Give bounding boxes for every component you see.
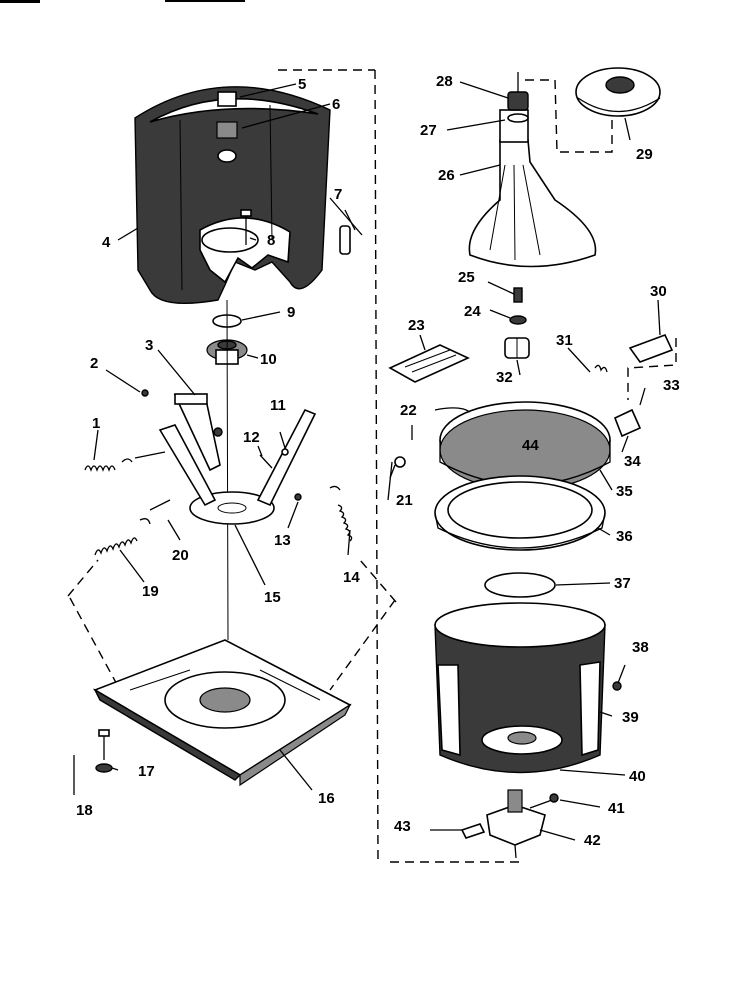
callout-21: 21	[396, 492, 413, 509]
spring-19	[94, 499, 171, 556]
screw-small	[141, 389, 149, 397]
callout-3: 3	[145, 337, 153, 354]
tub-nut	[216, 91, 238, 163]
callout-27: 27	[420, 122, 437, 139]
tub-seal	[484, 572, 556, 598]
agitator	[468, 109, 597, 268]
spring-14	[329, 485, 353, 542]
callout-44: 44	[522, 437, 539, 454]
tub-ring	[439, 401, 611, 491]
drive-hub	[486, 789, 546, 859]
tub-bolt	[240, 209, 252, 245]
callout-40: 40	[629, 768, 646, 785]
callout-5: 5	[298, 76, 306, 93]
callout-7: 7	[334, 186, 342, 203]
callout-12: 12	[243, 429, 260, 446]
actuator-dashed-leader	[627, 338, 677, 400]
callout-28: 28	[436, 73, 453, 90]
coupling	[504, 337, 530, 359]
callout-19: 19	[142, 583, 159, 600]
callout-29: 29	[636, 146, 653, 163]
callout-39: 39	[622, 709, 639, 726]
leveling-foot	[73, 729, 113, 795]
callout-31: 31	[556, 332, 573, 349]
suspension-hook-11	[279, 431, 289, 456]
callout-2: 2	[90, 355, 98, 372]
hub-bolt-41	[529, 793, 559, 809]
callout-35: 35	[616, 483, 633, 500]
drive-bolt	[513, 287, 523, 303]
agitator-cap	[575, 67, 661, 117]
outer-tub	[134, 86, 331, 305]
callout-17: 17	[138, 763, 155, 780]
splash-shield	[434, 475, 606, 551]
screw-33	[639, 387, 646, 406]
spring-1	[84, 451, 166, 472]
spring-clip-31	[594, 364, 608, 373]
leader-lines	[93, 81, 661, 841]
callout-43: 43	[394, 818, 411, 835]
callout-33: 33	[663, 377, 680, 394]
callout-41: 41	[608, 800, 625, 817]
lid-switch-actuator	[628, 333, 674, 363]
callout-9: 9	[287, 304, 295, 321]
callout-13: 13	[274, 532, 291, 549]
assembly-boundary-lines	[67, 69, 520, 863]
callout-34: 34	[624, 453, 641, 470]
callout-10: 10	[260, 351, 277, 368]
callout-16: 16	[318, 790, 335, 807]
callout-26: 26	[438, 167, 455, 184]
cap-dashed-leader	[525, 79, 613, 153]
tub-clip	[339, 209, 356, 255]
callout-22: 22	[400, 402, 417, 419]
callout-25: 25	[458, 269, 475, 286]
basket-screw	[612, 664, 626, 691]
suspension-bracket	[158, 393, 317, 525]
callout-18: 18	[76, 802, 93, 819]
callout-8: 8	[267, 232, 275, 249]
bracket-fastener	[213, 427, 223, 437]
callout-23: 23	[408, 317, 425, 334]
hub-key-43	[460, 823, 486, 839]
callout-38: 38	[632, 639, 649, 656]
callout-36: 36	[616, 528, 633, 545]
callout-24: 24	[464, 303, 481, 320]
fastener-21	[387, 456, 406, 501]
callout-6: 6	[332, 96, 340, 113]
hex-nut-13	[294, 493, 302, 501]
callout-42: 42	[584, 832, 601, 849]
agitator-washer	[507, 113, 529, 123]
spin-basket	[434, 602, 606, 774]
callout-20: 20	[172, 547, 189, 564]
base-frame	[93, 639, 352, 787]
agitator-cap-nut	[507, 72, 529, 111]
callout-30: 30	[650, 283, 667, 300]
lint-filter	[388, 344, 470, 383]
callout-11: 11	[270, 397, 286, 414]
bracket-plate-34	[613, 408, 642, 438]
callout-1: 1	[92, 415, 100, 432]
header-strip	[0, 0, 245, 3]
callout-37: 37	[614, 575, 631, 592]
ring-clip-22	[434, 407, 471, 413]
suspension-hook-12	[259, 454, 273, 469]
callout-4: 4	[102, 234, 111, 251]
callout-15: 15	[264, 589, 281, 606]
callout-14: 14	[343, 569, 360, 586]
callout-labels: 1 2 3 4 5 6 7 8 9 10 11 12 13 14 15 16 1…	[76, 73, 680, 849]
drive-washer	[509, 315, 527, 325]
callout-32: 32	[496, 369, 513, 386]
center-axis-line	[226, 299, 229, 641]
